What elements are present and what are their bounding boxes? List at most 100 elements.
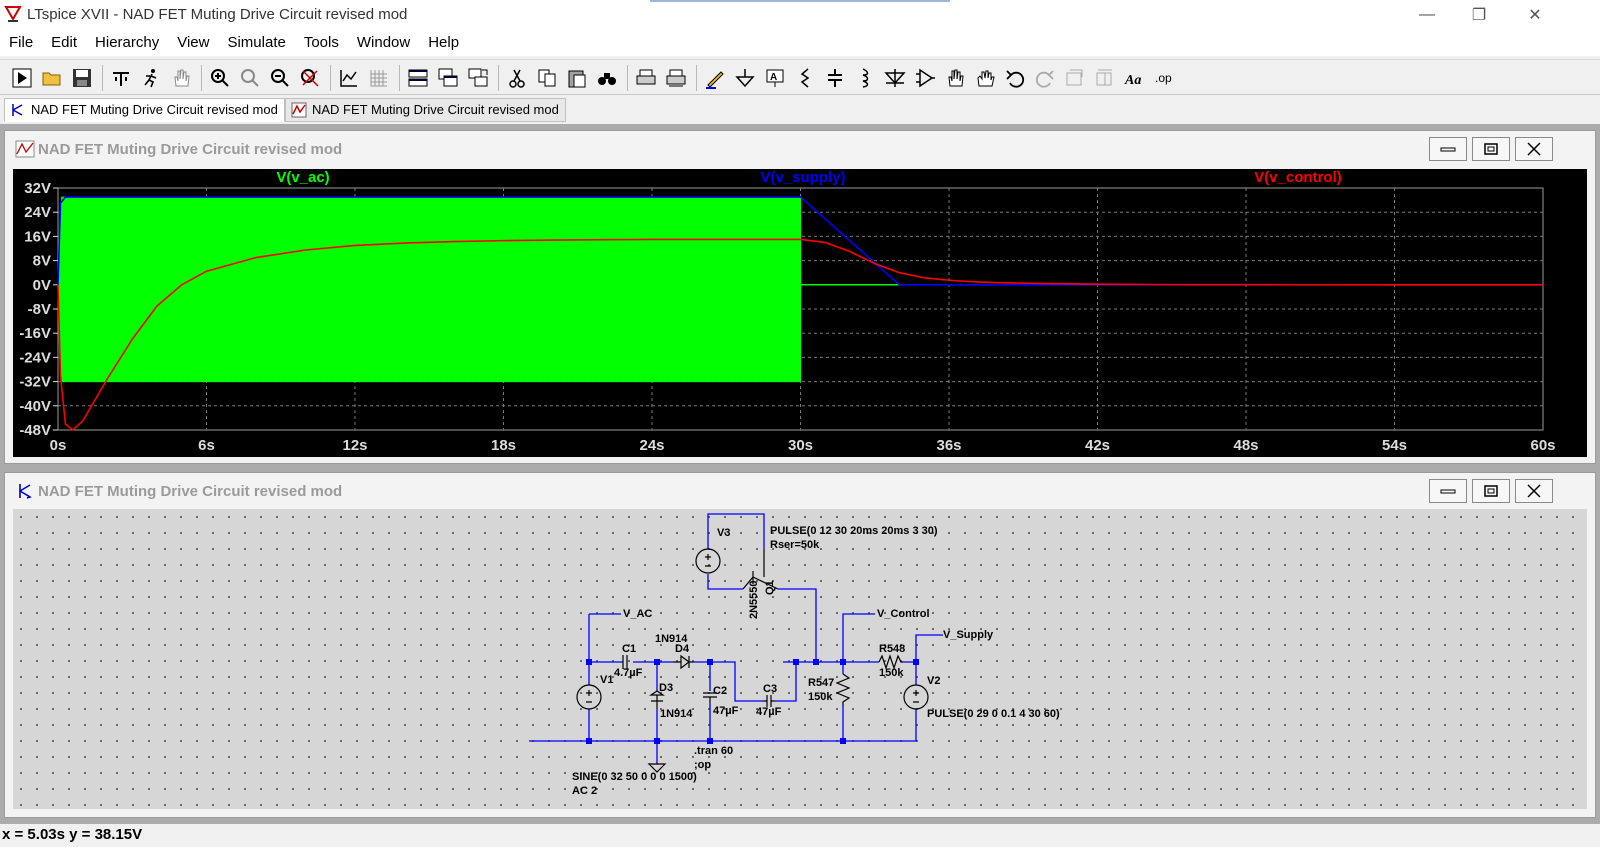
wire[interactable]	[707, 513, 765, 549]
mirror-button[interactable]	[1091, 64, 1119, 92]
c2-capacitor[interactable]	[703, 692, 717, 703]
menu-view[interactable]: View	[177, 34, 210, 51]
d3-part-label[interactable]: 1N914	[660, 708, 693, 720]
menu-simulate[interactable]: Simulate	[227, 34, 286, 51]
c3-capacitor[interactable]	[763, 695, 775, 707]
restore-button[interactable]: ❐	[1471, 7, 1487, 24]
v3-pulse-label[interactable]: PULSE(0 12 30 20ms 20ms 3 30)	[770, 525, 938, 537]
text-button[interactable]: Aa	[1121, 64, 1149, 92]
label-net-button[interactable]: A	[761, 64, 789, 92]
c1-capacitor[interactable]	[622, 655, 628, 669]
inductor-button[interactable]	[851, 64, 879, 92]
zoom-area-button[interactable]	[236, 64, 264, 92]
print-button[interactable]	[632, 64, 660, 92]
menu-help[interactable]: Help	[428, 34, 460, 51]
wire[interactable]	[778, 588, 817, 662]
q1-part-label[interactable]: 2N5550	[748, 580, 760, 619]
wire[interactable]	[915, 634, 943, 662]
wire[interactable]	[842, 613, 875, 662]
tile-horizontal-button[interactable]	[404, 64, 432, 92]
net-vac-label[interactable]: V_AC	[623, 608, 652, 620]
v2-label[interactable]: V2	[927, 675, 940, 687]
schematic-restore-button[interactable]	[1472, 479, 1510, 503]
d3-diode[interactable]	[649, 690, 665, 709]
waveform-minimize-button[interactable]	[1429, 137, 1467, 161]
halt-button[interactable]	[137, 64, 165, 92]
find-button[interactable]	[593, 64, 621, 92]
redo-button[interactable]	[1031, 64, 1059, 92]
menu-tools[interactable]: Tools	[303, 34, 339, 51]
r548-resistor[interactable]	[878, 654, 903, 670]
c1-value-label[interactable]: 4.7µF	[614, 667, 643, 679]
tab-waveform[interactable]: NAD FET Muting Drive Circuit revised mod	[285, 98, 566, 122]
wire[interactable]	[707, 574, 743, 590]
v1-sine-label[interactable]: SINE(0 32 50 0 0 0 1500)	[572, 771, 697, 783]
v1-label[interactable]: V1	[600, 674, 613, 686]
run-button[interactable]	[8, 64, 36, 92]
d4-diode[interactable]	[673, 654, 693, 670]
schematic-minimize-button[interactable]	[1429, 479, 1467, 503]
schematic-canvas[interactable]: V3 PULSE(0 12 30 20ms 20ms 3 30) Rser=50…	[13, 509, 1587, 809]
print-setup-button[interactable]	[662, 64, 690, 92]
zoom-in-button[interactable]	[206, 64, 234, 92]
net-vcontrol-label[interactable]: V_Control	[877, 608, 930, 620]
r547-value-label[interactable]: 150k	[808, 691, 833, 703]
menu-file[interactable]: File	[9, 34, 34, 51]
q1-label[interactable]: Q1	[764, 580, 776, 595]
diode-button[interactable]	[881, 64, 909, 92]
drag-button[interactable]	[971, 64, 999, 92]
control-panel-button[interactable]	[107, 64, 135, 92]
close-button[interactable]: ✕	[1528, 7, 1542, 24]
r548-label[interactable]: R548	[879, 643, 905, 655]
pan-button[interactable]	[167, 64, 195, 92]
r547-label[interactable]: R547	[808, 677, 834, 689]
d4-label[interactable]: D4	[675, 643, 690, 655]
v3-source[interactable]	[695, 548, 721, 574]
v3-label[interactable]: V3	[717, 527, 730, 539]
op-directive[interactable]: ;op	[694, 759, 711, 771]
net-vsupply-label[interactable]: V_Supply	[943, 629, 994, 641]
component-button[interactable]	[911, 64, 939, 92]
r547-resistor[interactable]	[835, 673, 851, 706]
v2-pulse-label[interactable]: PULSE(0 29 0 0.1 4 30 60)	[927, 708, 1060, 720]
open-button[interactable]	[38, 64, 66, 92]
d3-label[interactable]: D3	[659, 682, 673, 694]
draw-wire-button[interactable]	[701, 64, 729, 92]
schematic-close-button[interactable]	[1515, 479, 1553, 503]
copy-button[interactable]	[533, 64, 561, 92]
v1-ac-label[interactable]: AC 2	[572, 785, 597, 797]
tile-vertical-button[interactable]	[464, 64, 492, 92]
tab-schematic[interactable]: NAD FET Muting Drive Circuit revised mod	[4, 98, 285, 122]
undo-button[interactable]	[1001, 64, 1029, 92]
resistor-button[interactable]	[791, 64, 819, 92]
spice-directive-button[interactable]: .op	[1151, 64, 1179, 92]
waveform-window-titlebar[interactable]: NAD FET Muting Drive Circuit revised mod	[5, 131, 1595, 167]
zoom-fit-button[interactable]	[296, 64, 324, 92]
menu-window[interactable]: Window	[356, 34, 411, 51]
v3-rser-label[interactable]: Rser=50k	[770, 539, 820, 551]
ground-symbol[interactable]	[647, 763, 667, 773]
move-button[interactable]	[941, 64, 969, 92]
paste-button[interactable]	[563, 64, 591, 92]
r548-value-label[interactable]: 150k	[879, 667, 904, 679]
menu-edit[interactable]: Edit	[51, 34, 78, 51]
c3-label[interactable]: C3	[763, 683, 777, 695]
c3-value-label[interactable]: 47µF	[756, 706, 782, 718]
capacitor-button[interactable]	[821, 64, 849, 92]
grid-button[interactable]	[365, 64, 393, 92]
ground-button[interactable]	[731, 64, 759, 92]
q1-transistor[interactable]	[742, 549, 779, 590]
menu-hierarchy[interactable]: Hierarchy	[95, 34, 160, 51]
cascade-button[interactable]	[434, 64, 462, 92]
v1-source[interactable]	[576, 684, 602, 710]
rotate-button[interactable]	[1061, 64, 1089, 92]
cut-button[interactable]	[503, 64, 531, 92]
c2-label[interactable]: C2	[713, 685, 727, 697]
v2-source[interactable]	[903, 684, 929, 710]
zoom-out-button[interactable]	[266, 64, 294, 92]
waveform-restore-button[interactable]	[1472, 137, 1510, 161]
tran-directive[interactable]: .tran 60	[694, 745, 733, 757]
c1-label[interactable]: C1	[622, 643, 636, 655]
schematic-window-titlebar[interactable]: NAD FET Muting Drive Circuit revised mod	[5, 473, 1595, 509]
d4-part-label[interactable]: 1N914	[655, 633, 688, 645]
